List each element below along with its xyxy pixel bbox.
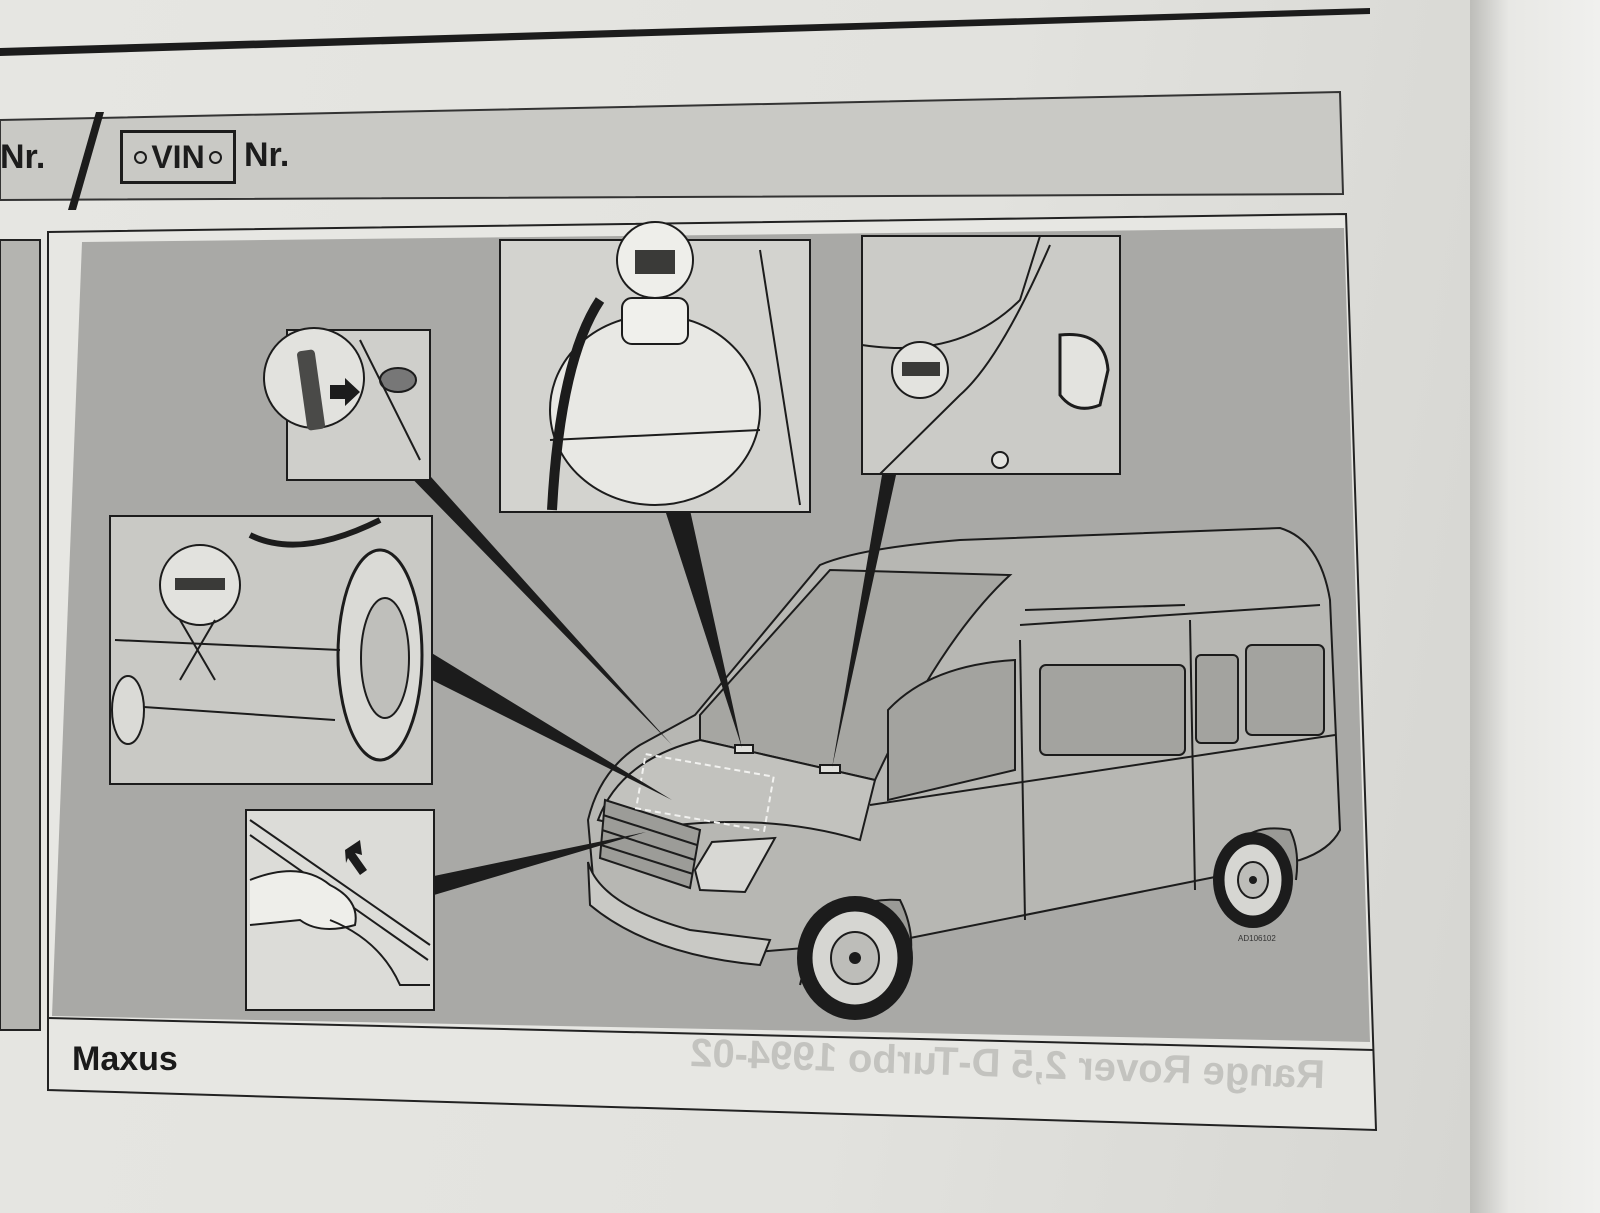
rear-wheel bbox=[1213, 832, 1293, 928]
van-illustration bbox=[586, 526, 1342, 986]
bonnet-latch-detail bbox=[245, 809, 435, 1011]
circle-icon bbox=[208, 150, 222, 164]
callout-pointers bbox=[355, 418, 896, 895]
header-band bbox=[0, 8, 1370, 210]
coolant-reservoir-plate-detail bbox=[499, 221, 811, 513]
figure-caption: Maxus bbox=[72, 1040, 178, 1078]
vin-label-box: VIN bbox=[120, 130, 236, 184]
a-pillar-vin-plate-detail bbox=[861, 235, 1121, 475]
engine-bay-stamping-detail bbox=[109, 515, 433, 785]
front-wheel bbox=[797, 896, 913, 1020]
hood-release-detail bbox=[263, 327, 431, 481]
vin-label: VIN bbox=[151, 138, 205, 175]
page-gutter-shadow bbox=[1470, 0, 1600, 1213]
drawing-code: AD106102 bbox=[1238, 934, 1276, 943]
circle-icon bbox=[134, 150, 148, 164]
nr-label-right: Nr. bbox=[244, 136, 290, 174]
nr-label-left: Nr. bbox=[0, 138, 46, 176]
adjacent-figure-edge bbox=[0, 239, 41, 1031]
